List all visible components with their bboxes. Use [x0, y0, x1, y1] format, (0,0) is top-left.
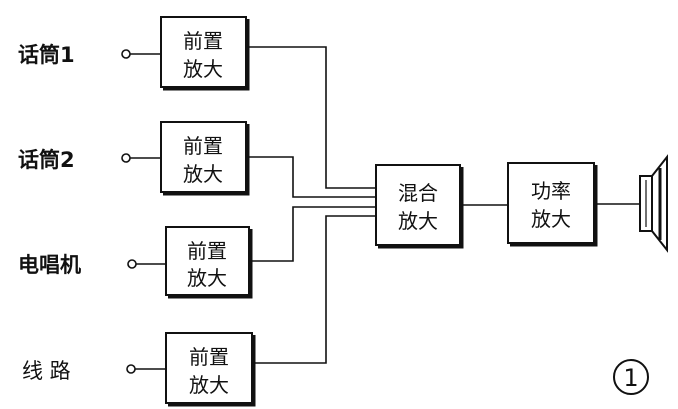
mixer-line2: 放大	[398, 209, 438, 233]
input-label-mic2: 话筒2	[18, 148, 75, 172]
input-terminal-mic2	[121, 153, 161, 163]
figure-number: 1	[623, 364, 638, 392]
power-amp-line2: 放大	[531, 207, 571, 231]
preamp-2-line2: 放大	[183, 162, 223, 186]
preamp-3-line1: 前置	[187, 239, 227, 263]
preamp-box-3: 前置 放大	[165, 226, 253, 299]
input-terminal-turntable	[127, 259, 166, 269]
preamp-4-line1: 前置	[189, 345, 229, 369]
wire-preamp4-to-mixer	[252, 215, 376, 364]
power-amp-line1: 功率	[531, 179, 571, 203]
figure-number-badge: 1	[613, 359, 649, 395]
power-amp-box: 功率 放大	[507, 162, 598, 247]
input-terminal-line	[126, 364, 166, 374]
input-label-mic1: 话筒1	[18, 43, 75, 67]
input-terminal-mic1	[121, 49, 161, 59]
mixer-line1: 混合	[398, 181, 438, 205]
speaker-icon	[639, 154, 668, 253]
preamp-1-line1: 前置	[183, 29, 223, 53]
preamp-box-1: 前置 放大	[160, 16, 250, 91]
wire-preamp3-to-mixer	[249, 206, 376, 262]
preamp-4-line2: 放大	[189, 373, 229, 397]
preamp-box-2: 前置 放大	[160, 121, 250, 196]
input-label-line: 线 路	[22, 359, 71, 383]
wire-preamp2-to-mixer	[246, 156, 376, 198]
preamp-2-line1: 前置	[183, 134, 223, 158]
mixer-box: 混合 放大	[375, 164, 464, 249]
preamp-box-4: 前置 放大	[165, 332, 256, 407]
preamp-1-line2: 放大	[183, 57, 223, 81]
preamp-3-line2: 放大	[187, 266, 227, 290]
input-label-turntable: 电唱机	[18, 253, 81, 277]
wire-preamp1-to-mixer	[246, 46, 376, 189]
